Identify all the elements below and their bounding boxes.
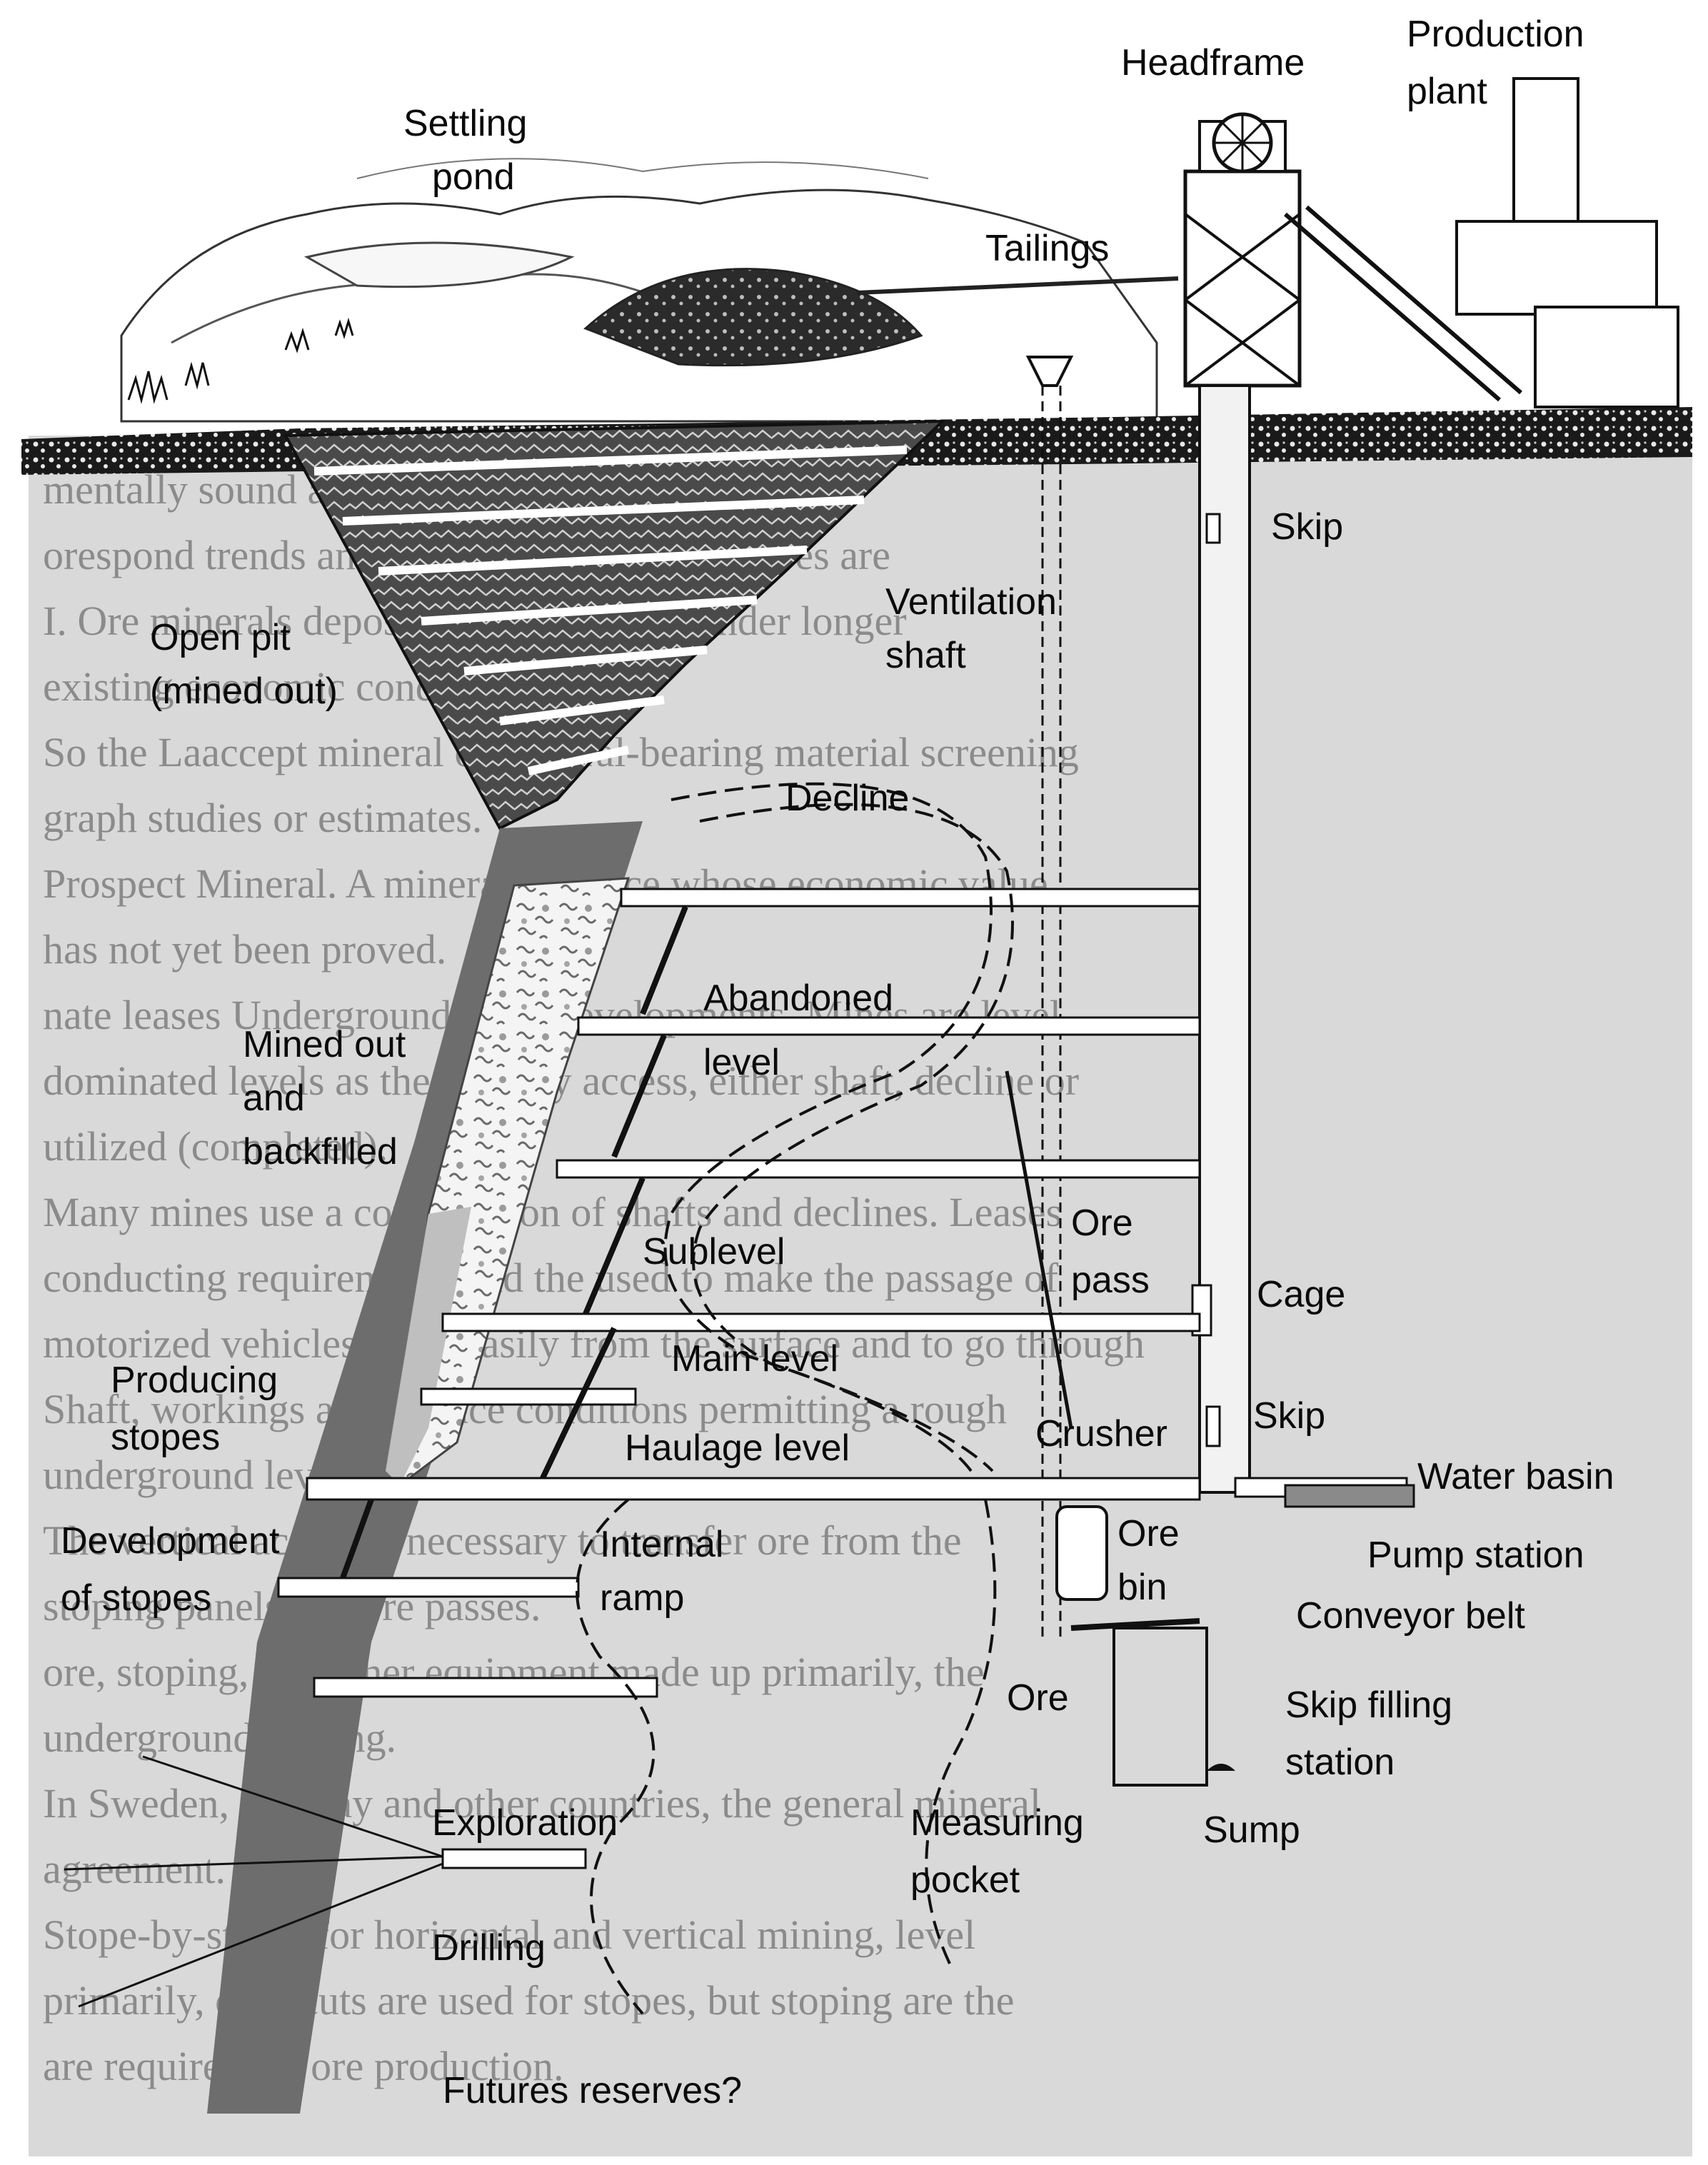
- label-conveyor-belt: Conveyor belt: [1296, 1595, 1525, 1637]
- bleed-through-line: Stope-by-stope: for horizontal and verti…: [43, 1912, 975, 1958]
- label-headframe: Headframe: [1121, 42, 1305, 84]
- label-exploration: Exploration: [432, 1802, 618, 1844]
- label-main-level: Main level: [671, 1338, 838, 1380]
- label-water-basin: Water basin: [1417, 1456, 1614, 1497]
- ore-handling: [1005, 1070, 1235, 1787]
- label-development-1: Development: [61, 1520, 280, 1562]
- label-measuring-pocket-1: Measuring: [910, 1802, 1084, 1844]
- bleed-through-line: graph studies or estimates.: [43, 795, 482, 841]
- bleed-through-line: In Sweden, Norway and other countries, t…: [43, 1780, 1041, 1827]
- label-ore-bin-2: bin: [1117, 1567, 1167, 1608]
- label-producing-stopes-1: Producing: [111, 1360, 278, 1401]
- bleed-through-line: has not yet been proved.: [43, 926, 446, 973]
- label-sump: Sump: [1203, 1809, 1300, 1851]
- label-ore-bin-1: Ore: [1117, 1513, 1180, 1554]
- label-pump-station: Pump station: [1367, 1534, 1584, 1576]
- label-settling-pond-2: pond: [432, 156, 515, 198]
- label-ore: Ore: [1007, 1677, 1069, 1719]
- label-ore-pass-2: pass: [1071, 1260, 1150, 1301]
- label-cage: Cage: [1257, 1274, 1345, 1315]
- bleed-through-line: primarily, crosscuts are used for stopes…: [43, 1977, 1015, 2024]
- label-open-pit-2: (mined out): [150, 670, 338, 712]
- bleed-through-line: underground level.: [43, 1452, 355, 1498]
- label-production-plant-1: Production: [1407, 14, 1584, 55]
- label-production-plant-2: plant: [1407, 71, 1487, 112]
- label-development-2: of stopes: [61, 1577, 211, 1619]
- label-ventilation-shaft-2: shaft: [885, 635, 966, 676]
- bleed-through-line: utilized (completed).: [43, 1123, 388, 1170]
- label-internal-ramp-2: ramp: [600, 1577, 684, 1619]
- label-future-reserves: Futures reserves?: [443, 2070, 742, 2111]
- label-internal-ramp-1: Internal: [600, 1524, 723, 1565]
- bleed-through-line: conducting requirements and the used to …: [43, 1255, 1059, 1301]
- label-measuring-pocket-2: pocket: [910, 1859, 1020, 1901]
- internal-ramp-path: [576, 1498, 655, 2015]
- bleed-through-line: The vertical access is necessary to tran…: [43, 1517, 962, 1564]
- ventilation-shaft: [1025, 356, 1074, 1642]
- production-plant-structure: [1284, 77, 1679, 408]
- label-skip-lower: Skip: [1253, 1395, 1325, 1437]
- label-settling-pond-1: Settling: [403, 103, 527, 144]
- label-abandoned-level-2: level: [703, 1042, 780, 1083]
- label-skip-filling-1: Skip filling: [1285, 1684, 1452, 1726]
- label-tailings: Tailings: [985, 228, 1109, 269]
- headframe-structure: [1183, 112, 1302, 388]
- bleed-through-line: Many mines use a combination of shafts a…: [43, 1189, 1062, 1235]
- main-shaft: [1191, 384, 1251, 1494]
- conveyor-incline: [1284, 205, 1522, 402]
- label-abandoned-level-1: Abandoned: [703, 978, 893, 1019]
- label-mined-out-3: backfilled: [243, 1131, 398, 1172]
- decline-ramp: [576, 782, 1014, 2015]
- label-crusher: Crusher: [1035, 1413, 1167, 1455]
- sump-shape: [1207, 1764, 1235, 1771]
- label-ventilation-shaft-1: Ventilation: [885, 581, 1057, 623]
- label-decline: Decline: [785, 778, 909, 819]
- open-pit: [283, 419, 947, 830]
- diagram-labels: Headframe Production plant Settling pond…: [61, 14, 1614, 2111]
- label-skip-top: Skip: [1271, 506, 1343, 548]
- mine-levels: [277, 888, 1415, 1698]
- label-mined-out-2: and: [243, 1078, 305, 1119]
- surface-landscape: [120, 158, 1179, 423]
- label-drilling: Drilling: [432, 1927, 546, 1969]
- skip-filling-station-shape: [1112, 1627, 1208, 1787]
- settling-pond-shape: [303, 241, 575, 288]
- exploration-drilling: [64, 1755, 587, 2008]
- label-sublevel: Sublevel: [643, 1231, 785, 1272]
- skip-lower-car: [1205, 1405, 1221, 1447]
- label-open-pit-1: Open pit: [150, 617, 291, 658]
- conveyor-belt-line: [1070, 1618, 1200, 1631]
- label-producing-stopes-2: stopes: [111, 1417, 220, 1458]
- tailings-pile: [583, 268, 923, 367]
- haulage-level-drift: [306, 1477, 1201, 1501]
- label-mined-out-1: Mined out: [243, 1024, 406, 1065]
- label-ore-pass-1: Ore: [1071, 1202, 1133, 1244]
- label-haulage-level: Haulage level: [625, 1427, 850, 1469]
- ore-bin-shape: [1055, 1505, 1108, 1601]
- water-basin-shape: [1284, 1484, 1415, 1508]
- producing-stope-zone: [386, 1207, 471, 1485]
- tailings-pipeline: [856, 276, 1179, 295]
- label-skip-filling-2: station: [1285, 1742, 1395, 1783]
